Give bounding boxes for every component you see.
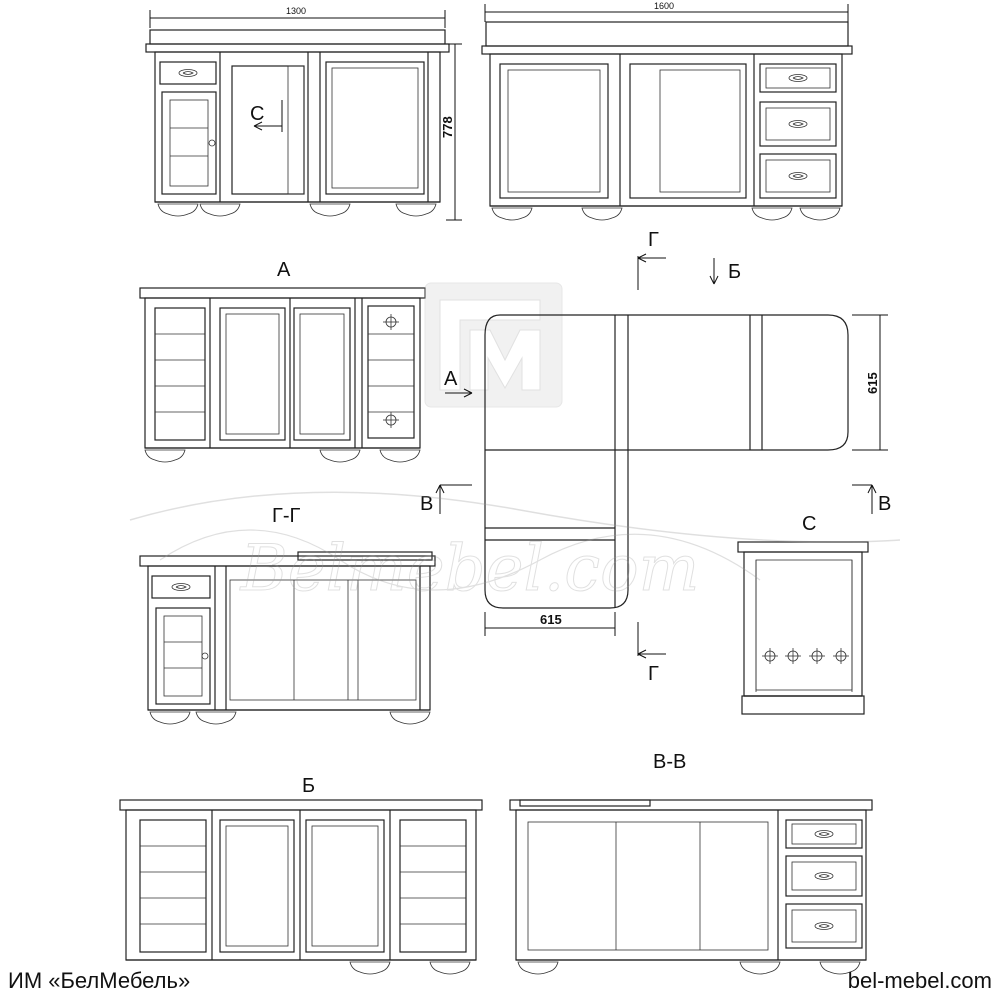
label-section-v-left: В xyxy=(420,493,433,515)
label-view-a: А xyxy=(277,259,291,281)
view-front-right: 1600 xyxy=(481,1,853,221)
view-plan: 615 615 xyxy=(484,314,888,636)
label-section-gg: Г-Г xyxy=(272,505,300,527)
dim-depth-right: 615 xyxy=(865,372,880,394)
section-gg xyxy=(139,551,436,725)
label-section-vv: В-В xyxy=(653,751,686,773)
section-c xyxy=(737,541,869,715)
label-section-v-right: В xyxy=(878,493,891,515)
footer-website[interactable]: bel-mebel.com xyxy=(847,968,992,993)
view-front-left: 1300 С xyxy=(145,6,462,221)
dim-width-left: 1300 xyxy=(286,6,306,16)
footer-shop-name: ИМ «БелМебель» xyxy=(8,968,191,993)
view-a xyxy=(139,287,426,463)
label-section-g-bottom: Г xyxy=(648,663,659,685)
watermark-script-text: Belmebel.com xyxy=(240,532,700,606)
dim-depth-bottom: 615 xyxy=(540,612,562,627)
watermark-logo: БМ xyxy=(424,282,563,408)
label-section-g-top: Г xyxy=(648,229,659,251)
label-direction-a: А xyxy=(444,368,458,390)
watermark-script: Belmebel.com xyxy=(129,491,901,607)
label-section-c-title: С xyxy=(802,513,816,535)
dim-height: 778 xyxy=(440,116,455,138)
dim-width-right: 1600 xyxy=(654,1,674,11)
label-section-c: С xyxy=(250,103,264,125)
label-view-b: Б xyxy=(302,775,315,797)
section-vv xyxy=(509,799,873,975)
view-b xyxy=(119,799,483,975)
label-direction-b: Б xyxy=(728,261,741,283)
